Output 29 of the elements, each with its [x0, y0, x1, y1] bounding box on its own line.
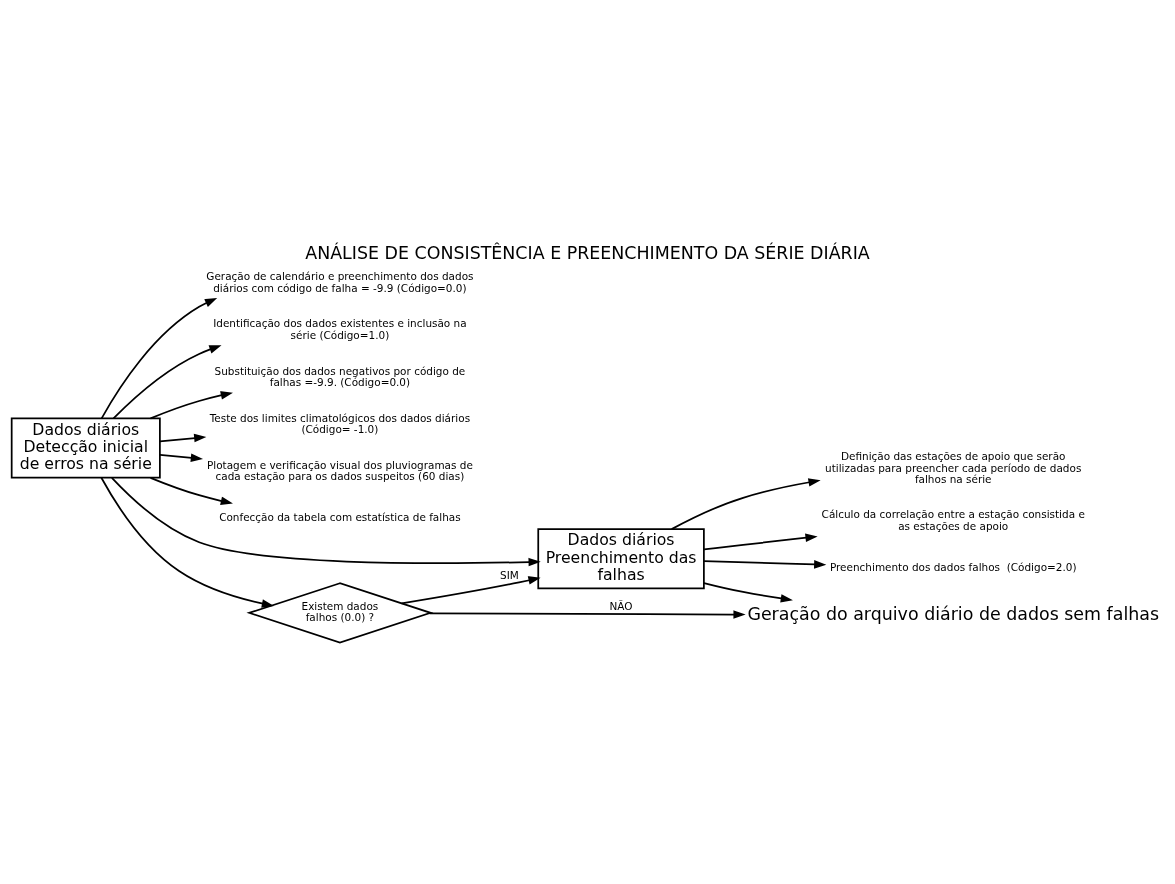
node-text: Plotagem e verificação visual dos pluviogramas de cada estação para os dados suspeitos (60 dias): [206, 458, 473, 483]
arrow: [670, 478, 821, 530]
node-text: Substituição dos dados negativos por código de falhas =-9.9. (Código=0.0): [214, 364, 466, 388]
arrow: [111, 477, 541, 567]
node-text: Cálculo da correlação entre a estação consistida e as estações de apoio: [821, 508, 1085, 532]
edge-label: NÃO: [609, 599, 633, 612]
node-text: Geração de calendário e preenchimento dos dados diários com código de falha = -9.9 (Código=0.0): [206, 270, 474, 294]
arrow: [100, 476, 275, 608]
arrow: [149, 391, 233, 420]
arrow: [703, 560, 827, 569]
node-text: Confecção da tabela com estatística de falhas: [219, 511, 461, 524]
arrow: [149, 476, 233, 506]
node-text: Geração do arquivo diário de dados sem falhas: [747, 603, 1160, 624]
edge-label: SIM: [500, 569, 519, 582]
arrow: [703, 582, 793, 603]
node-text: Definição das estações de apoio que serão utilizadas para preencher cada período de dados falhos na série: [825, 450, 1082, 486]
node-box: Dados diários Preenchimento das falhas: [537, 528, 705, 590]
arrow: [159, 453, 203, 463]
arrow: [112, 345, 222, 420]
arrow: [100, 297, 218, 420]
arrow: [159, 433, 207, 443]
arrow: [400, 576, 541, 605]
node-text: Preenchimento dos dados falhos (Código=2.0): [829, 561, 1077, 574]
node-box: Dados diários Detecção inicial de erros na série: [10, 417, 161, 479]
diagram-title: ANÁLISE DE CONSISTÊNCIA E PREENCHIMENTO DA SÉRIE DIÁRIA: [305, 242, 870, 263]
node-text: Identificação dos dados existentes e inclusão na série (Código=1.0): [213, 317, 467, 341]
arrow: [703, 533, 818, 551]
arrow: [428, 610, 746, 619]
node-text: Teste dos limites climatológicos dos dados diários (Código= -1.0): [209, 411, 471, 435]
